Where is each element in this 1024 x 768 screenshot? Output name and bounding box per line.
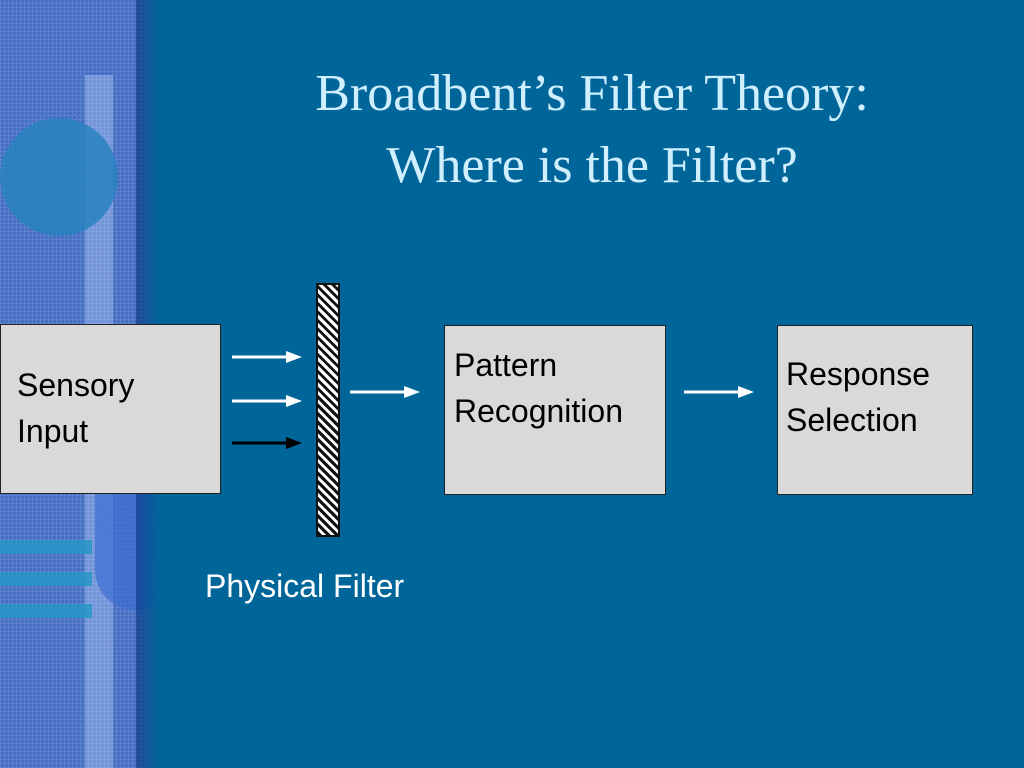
sidebar-bar	[0, 604, 92, 618]
response-selection-box: Response Selection	[777, 325, 973, 495]
slide-title-line-1: Broadbent’s Filter Theory:	[315, 65, 869, 122]
input-arrow-2	[232, 395, 302, 407]
sidebar-bar	[0, 540, 92, 554]
pattern-recognition-box: Pattern Recognition	[444, 325, 666, 495]
sensory-input-label-line-2: Input	[17, 413, 89, 449]
pattern-recognition-label-line-2: Recognition	[454, 393, 623, 429]
input-arrow-1	[232, 351, 302, 363]
slide-title: Broadbent’s Filter Theory: Where is the …	[160, 58, 1024, 202]
filter-to-pattern-arrow	[350, 386, 420, 398]
slide-title-line-2: Where is the Filter?	[386, 137, 798, 194]
pattern-to-response-arrow	[684, 386, 754, 398]
physical-filter-label: Physical Filter	[205, 568, 405, 604]
sidebar-bar	[0, 572, 92, 586]
pattern-recognition-label-line-1: Pattern	[454, 347, 558, 383]
sensory-input-box: Sensory Input	[0, 324, 221, 494]
response-selection-label-line-2: Selection	[786, 402, 918, 438]
input-arrow-3	[232, 437, 302, 449]
sensory-input-label-line-1: Sensory	[17, 367, 135, 403]
response-selection-label-line-1: Response	[786, 356, 931, 392]
sidebar-circle	[0, 118, 118, 236]
physical-filter-bar	[316, 283, 340, 537]
